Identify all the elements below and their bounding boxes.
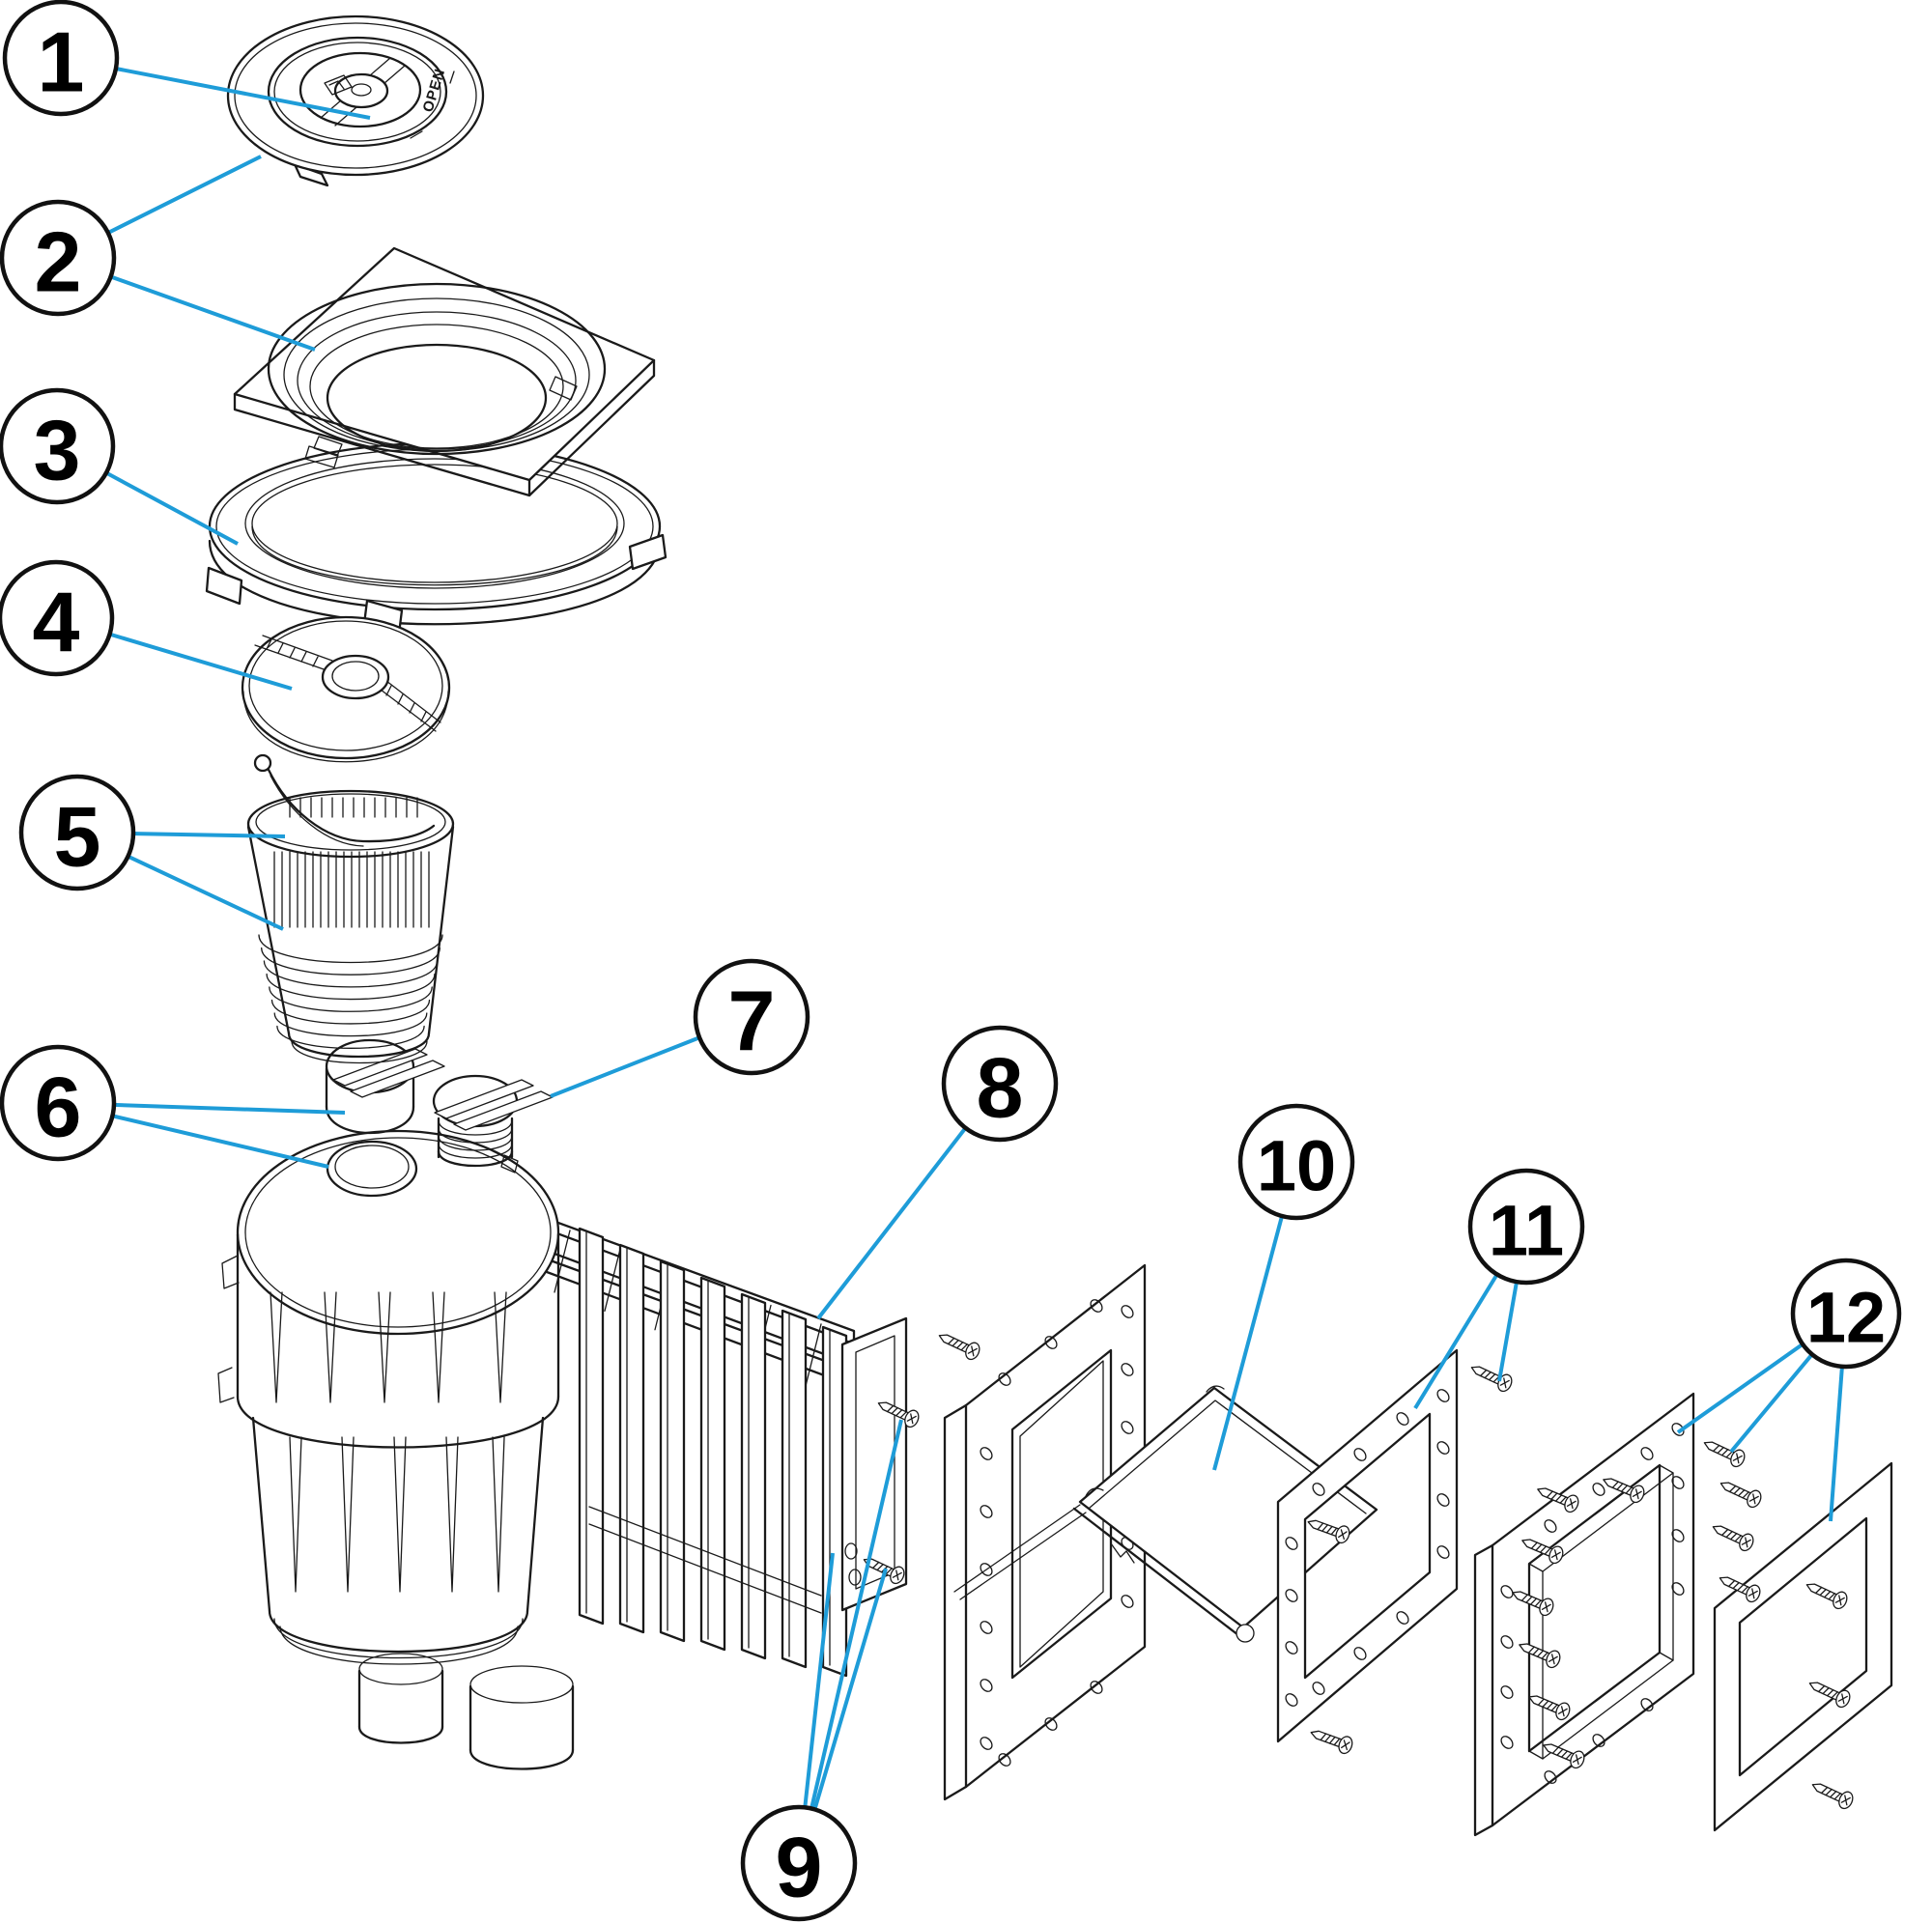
callout-circle bbox=[0, 1044, 117, 1162]
outlet-pipe-left bbox=[357, 1653, 444, 1744]
screw-icon bbox=[1802, 1575, 1851, 1612]
part-skimmer-body bbox=[217, 1038, 575, 1770]
callout-circle bbox=[0, 199, 117, 317]
part-vacuum-plate bbox=[241, 615, 451, 763]
screw-icon bbox=[1307, 1723, 1355, 1757]
callout-number: 1 bbox=[38, 14, 85, 110]
callout-circle bbox=[0, 559, 115, 677]
callout-number: 4 bbox=[33, 575, 80, 670]
callout-number: 5 bbox=[54, 789, 101, 885]
callout-number: 12 bbox=[1806, 1278, 1886, 1358]
outlet-pipe-right bbox=[469, 1665, 575, 1770]
screw-icon bbox=[1807, 1775, 1857, 1812]
callout-circle bbox=[0, 387, 116, 505]
basket-handle bbox=[253, 753, 436, 847]
callout-8[interactable]: 8 bbox=[816, 1025, 1059, 1320]
screw-icon bbox=[1716, 1474, 1765, 1511]
part-square-frame bbox=[233, 246, 656, 497]
part-collar bbox=[205, 441, 668, 636]
callout-number: 11 bbox=[1489, 1191, 1564, 1271]
part-gasket bbox=[1276, 1348, 1459, 1743]
callout-11[interactable]: 11 bbox=[1413, 1168, 1585, 1410]
callout-number: 10 bbox=[1257, 1126, 1336, 1206]
bellows-end-flange bbox=[840, 1316, 908, 1612]
part-basket bbox=[246, 753, 455, 1064]
part-outer-frame bbox=[1713, 1461, 1893, 1832]
callout-number: 9 bbox=[776, 1820, 823, 1915]
weir-hinge-rails bbox=[953, 1504, 1087, 1600]
callout-circle bbox=[1237, 1103, 1355, 1221]
callout-1[interactable]: 1 bbox=[2, 0, 371, 120]
screw-icon bbox=[1524, 1687, 1573, 1723]
callout-2[interactable]: 2 bbox=[0, 155, 316, 352]
callout-5[interactable]: 5 bbox=[18, 774, 286, 931]
callout-circle bbox=[1467, 1168, 1585, 1286]
callout-number: 3 bbox=[34, 403, 81, 498]
screw-icon bbox=[1466, 1358, 1516, 1395]
leader-line bbox=[797, 1419, 903, 1864]
callout-12[interactable]: 12 bbox=[1676, 1258, 1902, 1522]
callout-number: 8 bbox=[977, 1040, 1024, 1136]
part-bellows bbox=[578, 1227, 848, 1678]
callout-circle bbox=[941, 1025, 1059, 1143]
part-lid: OPEN bbox=[226, 14, 485, 187]
callout-4[interactable]: 4 bbox=[0, 559, 293, 691]
callout-number: 7 bbox=[728, 974, 776, 1069]
callout-7[interactable]: 7 bbox=[550, 958, 810, 1098]
callout-circle bbox=[693, 958, 810, 1076]
part-extension-frame bbox=[1473, 1392, 1695, 1837]
callout-9[interactable]: 9 bbox=[740, 1419, 903, 1922]
callout-number: 6 bbox=[35, 1060, 82, 1155]
callout-circle bbox=[18, 774, 136, 891]
callout-number: 2 bbox=[35, 214, 82, 310]
faceplate-frame bbox=[943, 1263, 1147, 1801]
callout-circle bbox=[2, 0, 120, 117]
callout-circle bbox=[740, 1804, 858, 1922]
callout-3[interactable]: 3 bbox=[0, 387, 239, 546]
callout-circle bbox=[1790, 1258, 1902, 1370]
screw-icon bbox=[1708, 1517, 1757, 1554]
plug-threaded bbox=[432, 1074, 554, 1174]
callout-10[interactable]: 10 bbox=[1212, 1103, 1355, 1471]
screw-icon bbox=[934, 1326, 983, 1363]
brand-logo-icon bbox=[324, 74, 353, 96]
callout-6[interactable]: 6 bbox=[0, 1044, 346, 1169]
